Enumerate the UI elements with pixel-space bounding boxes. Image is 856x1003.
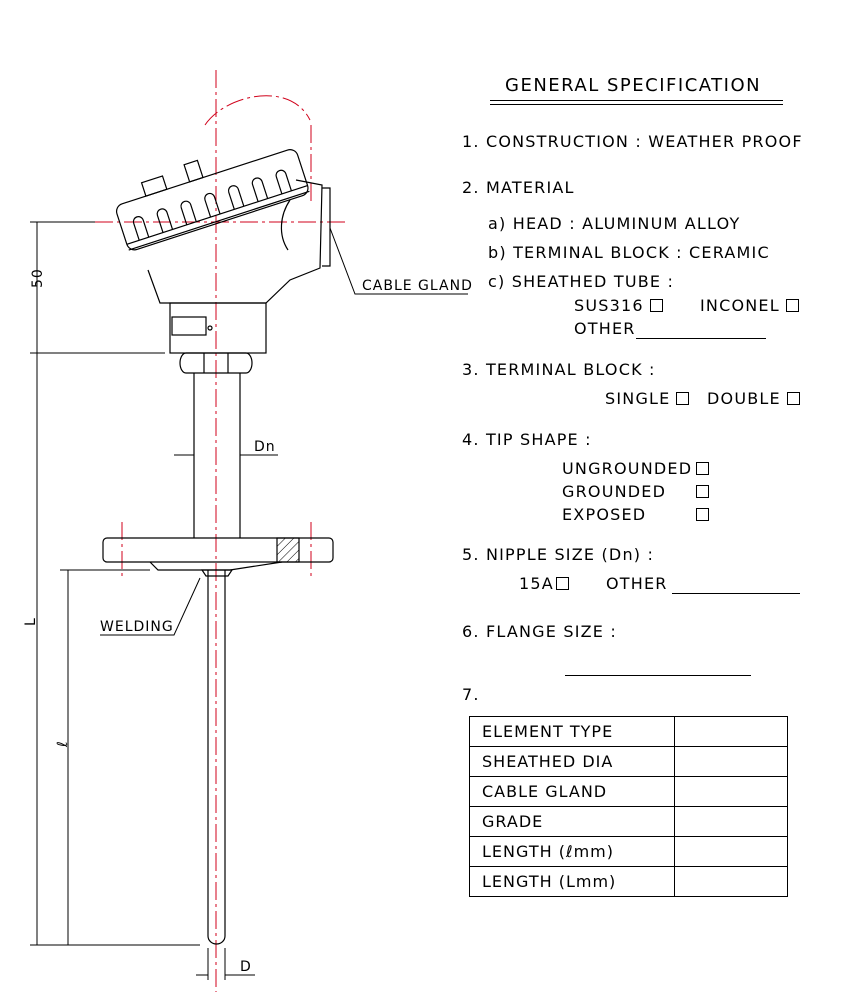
table-row-label: LENGTH (Lmm) xyxy=(469,866,675,897)
double-checkbox[interactable] xyxy=(786,392,800,405)
table-row-label: CABLE GLAND xyxy=(469,776,675,807)
exposed-option: EXPOSED xyxy=(562,506,709,524)
other-tube-field[interactable] xyxy=(636,338,766,339)
grounded-checkbox[interactable] xyxy=(696,485,709,498)
other-nipple-field[interactable] xyxy=(672,593,800,594)
exposed-label: EXPOSED xyxy=(562,505,647,524)
table-row: LENGTH (Lmm) xyxy=(469,866,788,897)
table-row: GRADE xyxy=(469,806,788,837)
nipple-size-item: 5. NIPPLE SIZE (Dn) : xyxy=(462,545,655,564)
table-row-label: SHEATHED DIA xyxy=(469,746,675,777)
other-nipple-label: OTHER xyxy=(606,574,668,593)
construction-item: 1. CONSTRUCTION : WEATHER PROOF xyxy=(462,132,803,151)
table-row: SHEATHED DIA xyxy=(469,746,788,777)
head-material: a) HEAD : ALUMINUM ALLOY xyxy=(488,214,741,233)
flange-size-item: 6. FLANGE SIZE : xyxy=(462,622,617,641)
dimension-lines xyxy=(30,221,468,980)
size-15a-checkbox[interactable] xyxy=(555,577,569,590)
sus316-option: SUS316 xyxy=(574,297,663,315)
table-row-value[interactable] xyxy=(674,836,788,867)
double-option: DOUBLE xyxy=(707,390,800,408)
ungrounded-label: UNGROUNDED xyxy=(562,459,693,478)
ungrounded-option: UNGROUNDED xyxy=(562,460,709,478)
connection-head xyxy=(102,149,334,945)
terminal-block-material: b) TERMINAL BLOCK : CERAMIC xyxy=(488,243,770,262)
sus316-label: SUS316 xyxy=(574,296,644,315)
sheathed-tube-material: c) SHEATHED TUBE : xyxy=(488,272,675,291)
single-checkbox[interactable] xyxy=(676,392,690,405)
spec-title: GENERAL SPECIFICATION xyxy=(505,75,762,96)
tip-shape-item: 4. TIP SHAPE : xyxy=(462,430,592,449)
sus316-checkbox[interactable] xyxy=(649,299,663,312)
table-row: CABLE GLAND xyxy=(469,776,788,807)
table-row-label: ELEMENT TYPE xyxy=(469,716,675,747)
exposed-checkbox[interactable] xyxy=(696,508,709,521)
material-item: 2. MATERIAL xyxy=(462,178,575,197)
other-tube-label: OTHER xyxy=(574,319,636,338)
table-row: LENGTH (ℓmm) xyxy=(469,836,788,867)
grounded-label: GROUNDED xyxy=(562,482,667,501)
table-row: ELEMENT TYPE xyxy=(469,716,788,747)
drawing-labels: CABLE GLAND WELDING 50 L ℓ Dn D xyxy=(23,268,473,975)
center-lines xyxy=(95,70,348,992)
dim-Dn-label: Dn xyxy=(254,439,276,455)
inconel-option: INCONEL xyxy=(700,297,799,315)
terminal-block-item: 3. TERMINAL BLOCK : xyxy=(462,360,656,379)
table-row-label: LENGTH (ℓmm) xyxy=(469,836,675,867)
dim-50-label: 50 xyxy=(30,268,46,288)
size-15a-label: 15A xyxy=(519,574,554,593)
inconel-checkbox[interactable] xyxy=(785,299,799,312)
table-row-value[interactable] xyxy=(674,776,788,807)
flange-size-field[interactable] xyxy=(565,675,751,676)
grounded-option: GROUNDED xyxy=(562,483,709,501)
inconel-label: INCONEL xyxy=(700,296,780,315)
single-option: SINGLE xyxy=(605,389,690,408)
single-label: SINGLE xyxy=(605,389,671,408)
table-row-label: GRADE xyxy=(469,806,675,837)
double-label: DOUBLE xyxy=(707,389,781,408)
size-15a-option: 15A xyxy=(519,575,569,593)
table-row-value[interactable] xyxy=(674,806,788,837)
cable-gland-label: CABLE GLAND xyxy=(362,278,473,294)
dim-D-label: D xyxy=(240,959,252,975)
dim-l-label: ℓ xyxy=(55,740,71,748)
dim-L-label: L xyxy=(23,617,39,626)
item-7: 7. xyxy=(462,685,480,704)
table-row-value[interactable] xyxy=(674,866,788,897)
table-row-value[interactable] xyxy=(674,716,788,747)
welding-label: WELDING xyxy=(100,619,174,635)
title-underline-2 xyxy=(490,104,783,105)
title-underline xyxy=(490,100,783,101)
ungrounded-checkbox[interactable] xyxy=(696,462,709,475)
table-row-value[interactable] xyxy=(674,746,788,777)
